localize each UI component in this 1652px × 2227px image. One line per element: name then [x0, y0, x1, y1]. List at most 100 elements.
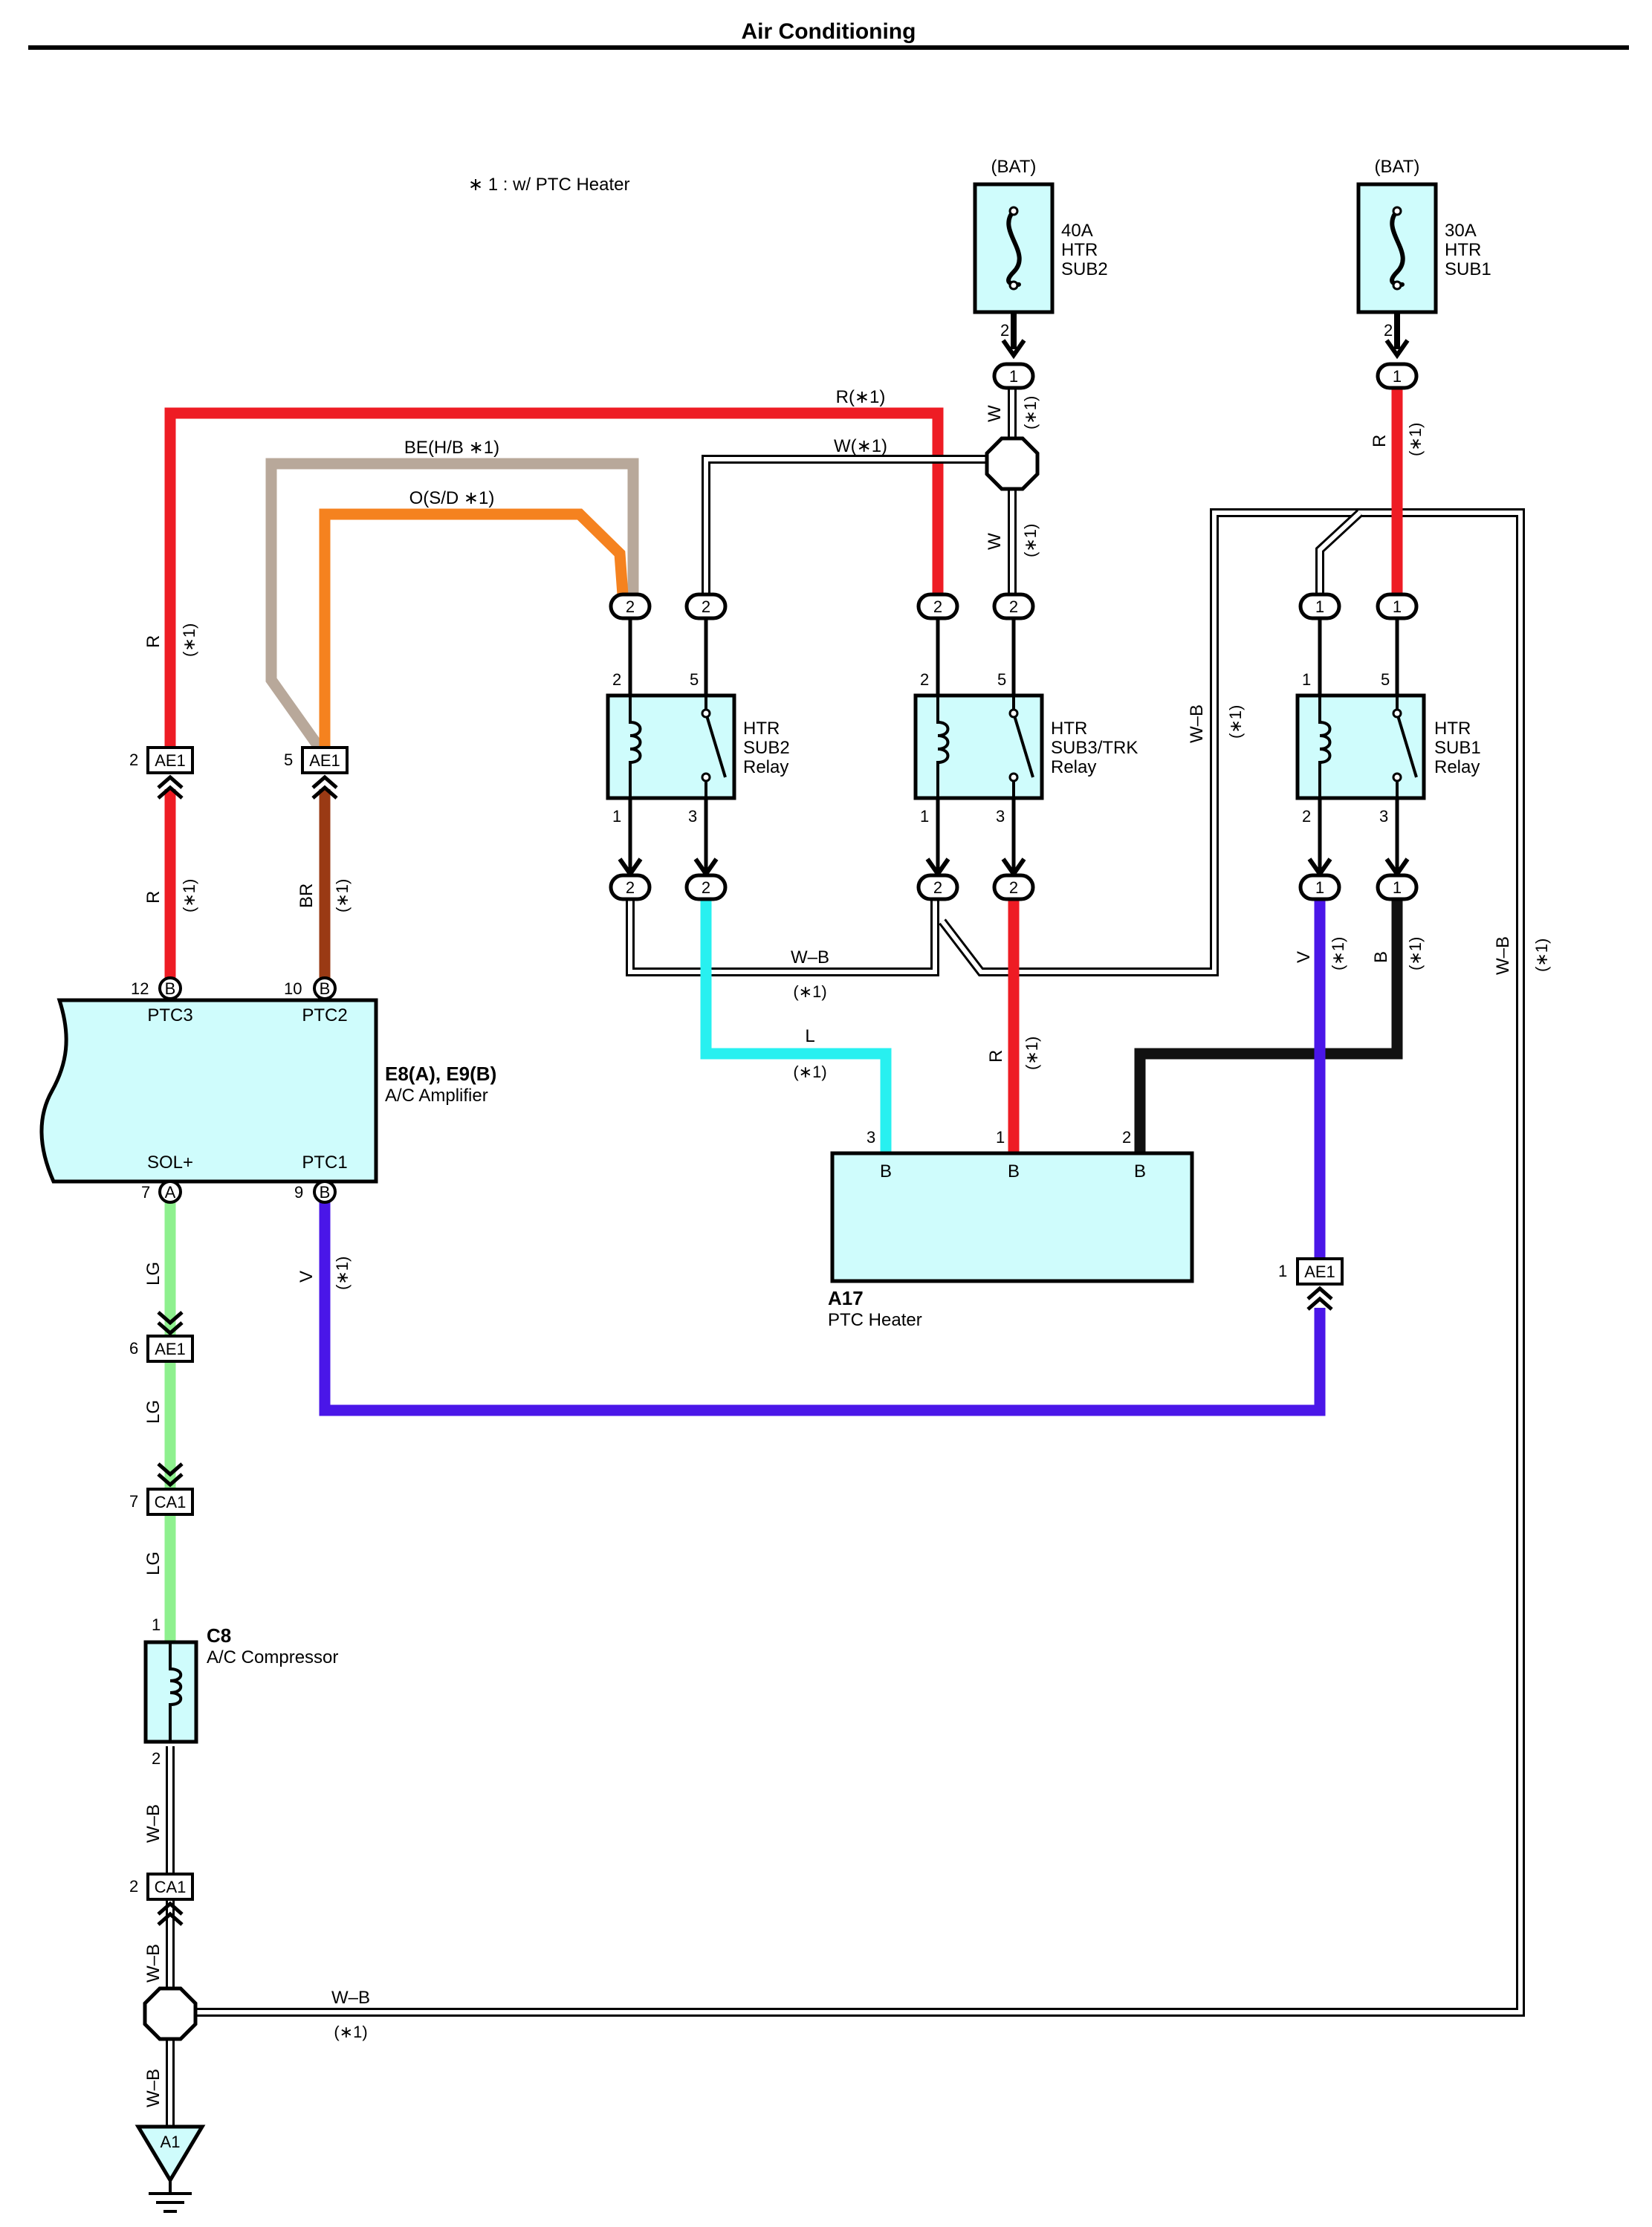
- wire-label-b: B: [1371, 951, 1391, 963]
- wire-label-star-11: (∗1): [1329, 937, 1347, 970]
- wire-label-wb-6: W–B: [143, 2069, 163, 2107]
- svg-text:(BAT): (BAT): [991, 157, 1037, 177]
- connector-ca1-7: 7 CA1: [129, 1462, 194, 1516]
- svg-text:1: 1: [1393, 878, 1402, 897]
- svg-text:7: 7: [129, 1492, 138, 1511]
- svg-text:2: 2: [1009, 878, 1018, 897]
- wire-label-star-9: (∗1): [793, 1063, 826, 1081]
- svg-text:PTC3: PTC3: [147, 1005, 192, 1025]
- compressor-coil-icon: [169, 1642, 183, 1742]
- svg-text:5: 5: [1381, 670, 1390, 689]
- page-title: Air Conditioning: [742, 19, 916, 44]
- svg-text:B: B: [165, 979, 176, 998]
- wire-r-ptc3: [164, 407, 944, 758]
- svg-text:HTR: HTR: [1434, 719, 1471, 739]
- svg-text:7: 7: [141, 1183, 150, 1202]
- svg-text:2: 2: [1384, 321, 1393, 340]
- svg-text:2: 2: [1009, 597, 1018, 616]
- svg-text:1: 1: [1393, 597, 1402, 616]
- wire-label-star-5: (∗1): [1021, 524, 1040, 557]
- wire-label-star-1: (∗1): [180, 623, 198, 657]
- svg-text:HTR: HTR: [1061, 240, 1098, 260]
- ground-a1: A1: [135, 2124, 206, 2213]
- svg-text:5: 5: [284, 751, 293, 769]
- wire-label-r-top: R(∗1): [836, 387, 886, 407]
- svg-text:40A: 40A: [1061, 221, 1093, 241]
- connector-ae1-5: 5 AE1: [284, 746, 349, 800]
- svg-text:B: B: [1134, 1161, 1146, 1181]
- wire-label-wb-1: W–B: [1187, 704, 1207, 743]
- svg-text:1: 1: [1315, 597, 1324, 616]
- svg-text:HTR: HTR: [1051, 719, 1087, 739]
- connector-ae1-1: 1 AE1: [1278, 1257, 1344, 1311]
- wire-label-r-4: R: [986, 1050, 1006, 1063]
- wire-label-star-12: (∗1): [1406, 937, 1425, 970]
- svg-text:AE1: AE1: [1304, 1262, 1335, 1281]
- svg-text:2: 2: [152, 1749, 161, 1768]
- wire-label-l: L: [805, 1026, 814, 1046]
- svg-text:B: B: [320, 1183, 331, 1202]
- wire-label-r-1: R: [143, 635, 163, 648]
- wire-label-wb-3: W–B: [1493, 936, 1513, 975]
- svg-text:3: 3: [996, 807, 1005, 826]
- relay-coil-icon: [629, 696, 642, 798]
- wire-label-r-3: R: [1370, 435, 1390, 447]
- svg-text:Relay: Relay: [743, 757, 788, 777]
- wire-label-w-2: W: [985, 533, 1005, 550]
- footnote: ∗ 1 : w/ PTC Heater: [468, 175, 630, 195]
- wire-label-star-8: (∗1): [793, 982, 826, 1001]
- svg-text:CA1: CA1: [155, 1878, 187, 1896]
- svg-text:C8: C8: [207, 1624, 231, 1647]
- wire-label-br: BR: [297, 884, 317, 908]
- splice-point-w: [985, 436, 1040, 491]
- wire-b: [1134, 899, 1403, 1153]
- svg-text:SUB3/TRK: SUB3/TRK: [1051, 738, 1138, 758]
- svg-text:2: 2: [933, 597, 942, 616]
- svg-text:2: 2: [1122, 1128, 1131, 1147]
- svg-text:PTC Heater: PTC Heater: [828, 1310, 922, 1330]
- wire-label-star-15: (∗1): [334, 2023, 367, 2041]
- ground-icon: [149, 2180, 192, 2213]
- svg-text:10: 10: [284, 979, 302, 998]
- svg-text:AE1: AE1: [155, 1340, 186, 1358]
- wire-label-o: O(S/D ∗1): [409, 488, 495, 508]
- svg-text:Relay: Relay: [1434, 757, 1480, 777]
- svg-text:1: 1: [1278, 1262, 1287, 1280]
- svg-text:2: 2: [129, 1877, 138, 1896]
- wire-label-r-2: R: [143, 891, 163, 904]
- wire-label-v-2: V: [297, 1271, 317, 1283]
- relay-htr-sub2: 2 2 2 5 HTR SUB2 Relay 1 3 2 2: [606, 592, 790, 901]
- svg-text:HTR: HTR: [1445, 240, 1481, 260]
- svg-text:A1: A1: [161, 2133, 181, 2151]
- relay-coil-icon: [1318, 696, 1332, 798]
- svg-text:1: 1: [1302, 670, 1311, 689]
- wire-l: [700, 899, 892, 1153]
- wire-label-star-10: (∗1): [1023, 1037, 1041, 1070]
- wire-label-star-4: (∗1): [1021, 396, 1040, 429]
- wire-label-wb-5: W–B: [143, 1944, 163, 1983]
- svg-text:2: 2: [1302, 807, 1311, 826]
- svg-text:B: B: [320, 979, 331, 998]
- svg-text:A/C Amplifier: A/C Amplifier: [385, 1086, 488, 1106]
- connector-ca1-2: 2 CA1: [129, 1873, 194, 1926]
- svg-text:3: 3: [1379, 807, 1388, 826]
- svg-text:6: 6: [129, 1339, 138, 1358]
- svg-text:SUB2: SUB2: [743, 738, 790, 758]
- svg-text:1: 1: [1315, 878, 1324, 897]
- wire-label-star-14: (∗1): [333, 1257, 352, 1290]
- svg-text:B: B: [1008, 1161, 1020, 1181]
- wire-label-wb-4: W–B: [143, 1804, 163, 1843]
- svg-text:AE1: AE1: [155, 751, 186, 770]
- wire-o: [319, 508, 629, 749]
- wire-label-star-6: (∗1): [1406, 423, 1425, 456]
- wire-wb-sub1: [1315, 509, 1364, 594]
- svg-text:2: 2: [1000, 321, 1009, 340]
- wire-label-wb-2: W–B: [791, 947, 829, 967]
- relay-htr-sub3-trk: 2 2 2 5 HTR SUB3/TRK Relay 1 3 2 2: [913, 592, 1138, 901]
- wire-label-be: BE(H/B ∗1): [404, 438, 499, 458]
- svg-text:SOL+: SOL+: [147, 1153, 193, 1173]
- svg-text:5: 5: [690, 670, 699, 689]
- connector-ae1-2: 2 AE1: [129, 746, 194, 800]
- svg-text:E8(A), E9(B): E8(A), E9(B): [385, 1063, 496, 1085]
- svg-text:SUB1: SUB1: [1434, 738, 1481, 758]
